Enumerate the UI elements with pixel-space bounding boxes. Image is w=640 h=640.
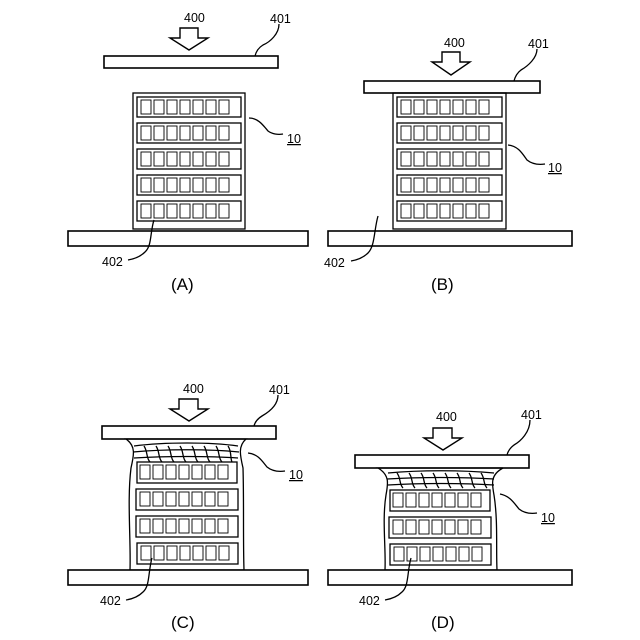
top-plate-leader — [514, 49, 537, 81]
cell-rows — [136, 462, 238, 564]
force-label: 400 — [436, 410, 457, 424]
top-plate-leader — [255, 24, 279, 56]
crushed-cells — [144, 446, 232, 462]
structure-label: 10 — [548, 161, 562, 175]
panel-d: 400 401 10 402 (D) — [328, 408, 572, 632]
structure-label: 10 — [289, 468, 303, 482]
top-plate — [364, 81, 540, 93]
bottom-plate-label: 402 — [359, 594, 380, 608]
bottom-plate-label: 402 — [324, 256, 345, 270]
structure-leader — [248, 453, 285, 471]
panel-caption: (D) — [431, 613, 455, 632]
crushed-cells — [397, 473, 487, 488]
panel-a: 400 401 10 402 (A) — [68, 11, 308, 294]
structure-leader — [508, 145, 545, 164]
panel-c: 400 401 10 402 (C) — [68, 382, 308, 632]
structure-leader — [249, 118, 283, 134]
structure-label: 10 — [287, 132, 301, 146]
crushed-layer — [387, 471, 494, 485]
force-label: 400 — [183, 382, 204, 396]
top-plate-label: 401 — [528, 37, 549, 51]
top-plate-leader — [507, 420, 530, 455]
crushed-layer — [133, 443, 239, 458]
bottom-plate — [328, 231, 572, 246]
panel-caption: (B) — [431, 275, 454, 294]
top-plate — [104, 56, 278, 68]
top-plate-label: 401 — [269, 383, 290, 397]
force-label: 400 — [444, 36, 465, 50]
bottom-plate — [68, 570, 308, 585]
top-plate — [355, 455, 529, 468]
top-plate — [102, 426, 276, 439]
structure-leader — [500, 494, 537, 513]
panel-caption: (C) — [171, 613, 195, 632]
top-plate-leader — [254, 395, 278, 426]
force-arrow-icon — [424, 428, 462, 450]
top-plate-label: 401 — [270, 12, 291, 26]
force-arrow-icon — [170, 399, 208, 421]
force-arrow-icon — [170, 28, 208, 50]
bottom-plate-label: 402 — [100, 594, 121, 608]
cell-rows — [137, 97, 241, 221]
panel-caption: (A) — [171, 275, 194, 294]
bottom-plate-label: 402 — [102, 255, 123, 269]
bottom-plate — [68, 231, 308, 246]
bottom-plate — [328, 570, 572, 585]
cell-rows — [397, 97, 502, 221]
panel-b: 400 401 10 402 (B) — [324, 36, 572, 294]
top-plate-label: 401 — [521, 408, 542, 422]
force-label: 400 — [184, 11, 205, 25]
cell-rows — [389, 490, 491, 565]
force-arrow-icon — [432, 52, 470, 75]
structure-label: 10 — [541, 511, 555, 525]
